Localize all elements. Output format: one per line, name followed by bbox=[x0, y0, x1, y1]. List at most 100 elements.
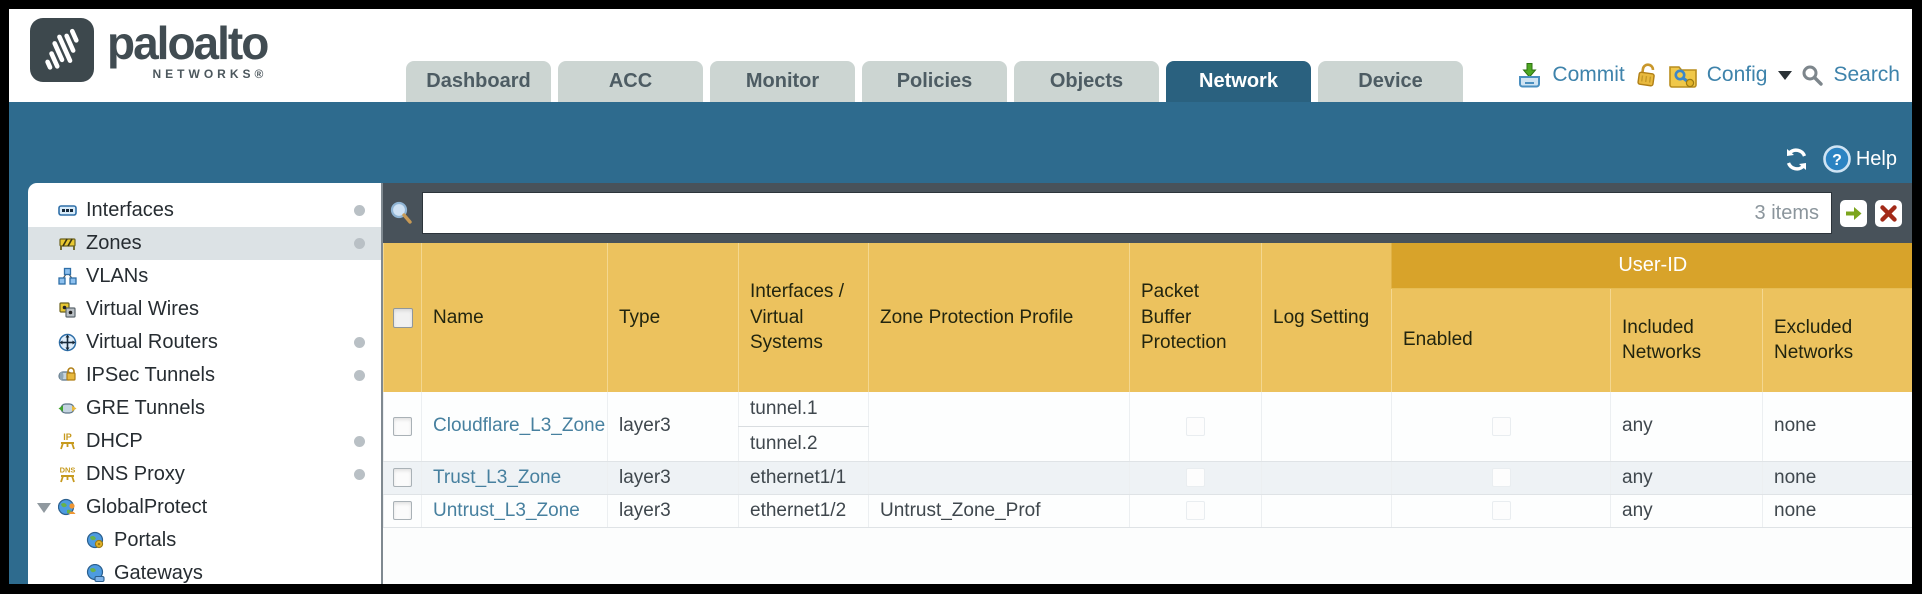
brand-subtitle: NETWORKS® bbox=[152, 67, 268, 82]
tab-dashboard[interactable]: Dashboard bbox=[406, 61, 551, 102]
globalprotect-icon bbox=[58, 498, 76, 516]
zones-table: Name Type Interfaces / Virtual Systems Z… bbox=[383, 243, 1912, 528]
config-button[interactable]: Config bbox=[1706, 63, 1768, 86]
col-header-type[interactable]: Type bbox=[607, 243, 739, 392]
col-header-log-setting[interactable]: Log Setting bbox=[1261, 243, 1392, 392]
col-header-enabled[interactable]: Enabled bbox=[1391, 288, 1611, 392]
sidebar-item-gre-tunnels[interactable]: GRE Tunnels bbox=[28, 392, 381, 425]
help-label[interactable]: Help bbox=[1855, 147, 1897, 170]
top-header: paloalto NETWORKS® Dashboard ACC Monitor… bbox=[9, 9, 1912, 102]
sidebar-item-ipsec-tunnels[interactable]: IPSec Tunnels bbox=[28, 359, 381, 392]
packet-buffer-checkbox[interactable] bbox=[1186, 416, 1205, 436]
col-header-interfaces[interactable]: Interfaces / Virtual Systems bbox=[738, 243, 869, 392]
status-dot bbox=[354, 238, 365, 249]
select-all-header bbox=[383, 243, 422, 392]
search-icon[interactable] bbox=[1801, 64, 1824, 87]
svg-text:IP: IP bbox=[63, 432, 72, 442]
commit-icon[interactable] bbox=[1516, 62, 1543, 89]
sidebar-item-dns-proxy[interactable]: DNS DNS Proxy bbox=[28, 458, 381, 491]
zone-name-link[interactable]: Trust_L3_Zone bbox=[421, 461, 608, 495]
table-row: Trust_L3_Zone layer3 ethernet1/1 any non… bbox=[383, 461, 1912, 495]
expand-caret-icon[interactable] bbox=[37, 503, 51, 513]
config-icon[interactable] bbox=[1668, 61, 1698, 89]
zone-name-link[interactable]: Cloudflare_L3_Zone bbox=[421, 392, 608, 462]
excluded-networks: none bbox=[1761, 461, 1912, 495]
excluded-networks: none bbox=[1761, 494, 1912, 528]
tab-monitor[interactable]: Monitor bbox=[710, 61, 855, 102]
green-arrow-icon bbox=[1846, 206, 1862, 220]
col-header-packet-buffer-protection[interactable]: Packet Buffer Protection bbox=[1129, 243, 1262, 392]
dns-proxy-icon: DNS bbox=[60, 466, 75, 483]
commit-button[interactable]: Commit bbox=[1552, 63, 1625, 86]
portals-icon bbox=[86, 531, 104, 549]
tab-acc[interactable]: ACC bbox=[558, 61, 703, 102]
zone-type: layer3 bbox=[607, 392, 739, 462]
main-panel: 3 items bbox=[383, 183, 1912, 584]
search-button[interactable]: Search bbox=[1833, 63, 1900, 86]
zone-protection-profile bbox=[868, 392, 1130, 462]
app-window: paloalto NETWORKS® Dashboard ACC Monitor… bbox=[9, 9, 1912, 584]
log-setting bbox=[1261, 392, 1392, 462]
sidebar-item-gateways[interactable]: Gateways bbox=[28, 557, 381, 584]
status-dot bbox=[354, 469, 365, 480]
apply-filter-button[interactable] bbox=[1840, 199, 1867, 227]
zones-icon bbox=[59, 238, 76, 250]
lock-icon[interactable] bbox=[1634, 62, 1659, 88]
row-checkbox[interactable] bbox=[393, 467, 412, 487]
status-dot bbox=[354, 337, 365, 348]
tab-network[interactable]: Network bbox=[1166, 61, 1311, 102]
refresh-icon[interactable] bbox=[1783, 146, 1810, 173]
virtual-routers-icon bbox=[58, 333, 77, 352]
config-dropdown-caret[interactable] bbox=[1778, 70, 1793, 80]
zone-type: layer3 bbox=[607, 494, 739, 528]
sidebar-item-interfaces[interactable]: Interfaces bbox=[28, 194, 381, 227]
sidebar-item-zones[interactable]: Zones bbox=[28, 227, 381, 260]
sidebar-item-dhcp[interactable]: IP DHCP bbox=[28, 425, 381, 458]
status-dot bbox=[354, 436, 365, 447]
virtual-wires-icon bbox=[59, 302, 76, 318]
sidebar-item-virtual-wires[interactable]: Virtual Wires bbox=[28, 293, 381, 326]
select-all-checkbox[interactable] bbox=[392, 307, 413, 328]
col-header-zone-protection-profile[interactable]: Zone Protection Profile bbox=[868, 243, 1130, 392]
red-x-icon bbox=[1880, 204, 1897, 222]
zone-type: layer3 bbox=[607, 461, 739, 495]
log-setting bbox=[1261, 494, 1392, 528]
gre-tunnels-icon bbox=[58, 403, 77, 414]
col-group-user-id: User-ID bbox=[1390, 243, 1912, 289]
network-sidebar: Interfaces Zones VLANs Virtual Wires Vir… bbox=[28, 183, 383, 584]
items-count: 3 items bbox=[1754, 201, 1819, 224]
table-row: Untrust_L3_Zone layer3 ethernet1/2 Untru… bbox=[383, 494, 1912, 528]
status-dot bbox=[354, 205, 365, 216]
main-nav-tabs: Dashboard ACC Monitor Policies Objects N… bbox=[406, 61, 1463, 102]
col-header-excluded-networks[interactable]: Excluded Networks bbox=[1761, 288, 1912, 392]
sidebar-item-virtual-routers[interactable]: Virtual Routers bbox=[28, 326, 381, 359]
row-checkbox[interactable] bbox=[393, 500, 412, 520]
user-id-enabled-checkbox[interactable] bbox=[1491, 467, 1511, 487]
tab-device[interactable]: Device bbox=[1318, 61, 1463, 102]
sidebar-item-vlans[interactable]: VLANs bbox=[28, 260, 381, 293]
header-actions: Commit Config bbox=[1516, 61, 1900, 89]
tab-objects[interactable]: Objects bbox=[1014, 61, 1159, 102]
row-checkbox[interactable] bbox=[393, 416, 412, 436]
teal-banner: ? Help bbox=[9, 102, 1912, 183]
user-id-enabled-checkbox[interactable] bbox=[1491, 500, 1511, 520]
col-header-included-networks[interactable]: Included Networks bbox=[1610, 288, 1763, 392]
vlans-icon bbox=[58, 267, 77, 285]
user-id-enabled-checkbox[interactable] bbox=[1491, 416, 1511, 436]
zone-protection-profile: Untrust_Zone_Prof bbox=[868, 494, 1130, 528]
brand-name: paloalto bbox=[107, 17, 269, 69]
col-header-name[interactable]: Name bbox=[421, 243, 608, 392]
filter-input[interactable] bbox=[423, 193, 1755, 233]
paloalto-logo-icon bbox=[30, 18, 94, 82]
clear-filter-button[interactable] bbox=[1875, 199, 1902, 227]
help-icon[interactable]: ? bbox=[1823, 145, 1851, 173]
zone-name-link[interactable]: Untrust_L3_Zone bbox=[421, 494, 608, 528]
sidebar-item-portals[interactable]: Portals bbox=[28, 524, 381, 557]
zone-interface: tunnel.2 bbox=[738, 426, 869, 462]
dhcp-icon: IP bbox=[60, 432, 75, 450]
tab-policies[interactable]: Policies bbox=[862, 61, 1007, 102]
sidebar-item-globalprotect[interactable]: GlobalProtect bbox=[28, 491, 381, 524]
packet-buffer-checkbox[interactable] bbox=[1186, 500, 1205, 520]
packet-buffer-checkbox[interactable] bbox=[1186, 467, 1205, 487]
